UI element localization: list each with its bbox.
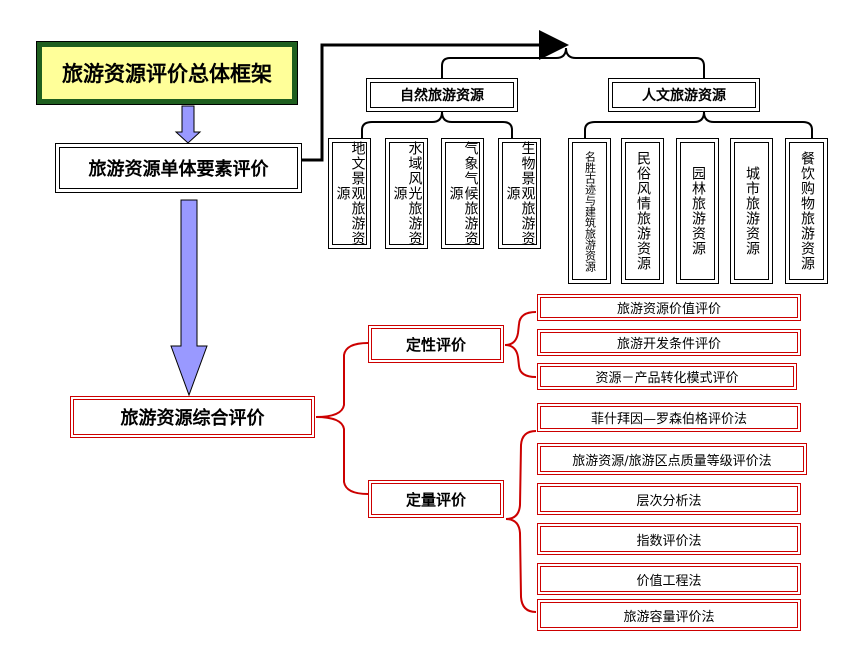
natural-resources-box: 自然旅游资源	[366, 78, 518, 112]
quant-item-ahp: 层次分析法	[537, 483, 801, 515]
quant-item-value-engineering: 价值工程法	[537, 563, 801, 595]
qual-item-transform: 资源－产品转化模式评价	[537, 363, 797, 390]
cultural-item-heritage: 名胜古迹与建筑旅游资源	[568, 138, 611, 284]
comprehensive-eval-box: 旅游资源综合评价	[70, 396, 315, 438]
qual-item-conditions: 旅游开发条件评价	[537, 329, 801, 356]
quant-item-capacity: 旅游容量评价法	[537, 599, 801, 631]
qualitative-eval-box: 定性评价	[368, 325, 504, 363]
cultural-item-folk: 民俗风情旅游资源	[621, 138, 664, 284]
cultural-item-city: 城市旅游资源	[730, 138, 773, 284]
natural-item-landform: 地文景观旅游资源	[328, 138, 371, 249]
quant-item-fishbein: 菲什拜因—罗森伯格评价法	[537, 403, 801, 432]
quant-item-index: 指数评价法	[537, 523, 801, 555]
cultural-item-food: 餐饮购物旅游资源	[785, 138, 828, 284]
cultural-resources-box: 人文旅游资源	[608, 78, 760, 112]
arrow-to-resource-types	[302, 30, 569, 162]
page-title: 旅游资源评价总体框架	[36, 41, 298, 105]
quant-item-quality-grade: 旅游资源/旅游区点质量等级评价法	[537, 443, 807, 475]
natural-item-water: 水域风光旅游资源	[385, 138, 428, 249]
arrow-down-large	[170, 199, 208, 397]
cultural-item-garden: 园林旅游资源	[676, 138, 719, 284]
natural-item-climate: 气象气候旅游资源	[441, 138, 484, 249]
arrow-down-small	[174, 105, 202, 144]
quantitative-eval-box: 定量评价	[368, 480, 504, 518]
qual-item-value: 旅游资源价值评价	[537, 294, 801, 321]
natural-item-biology: 生物景观旅游资源	[498, 138, 541, 249]
single-element-eval-box: 旅游资源单体要素评价	[55, 143, 302, 193]
